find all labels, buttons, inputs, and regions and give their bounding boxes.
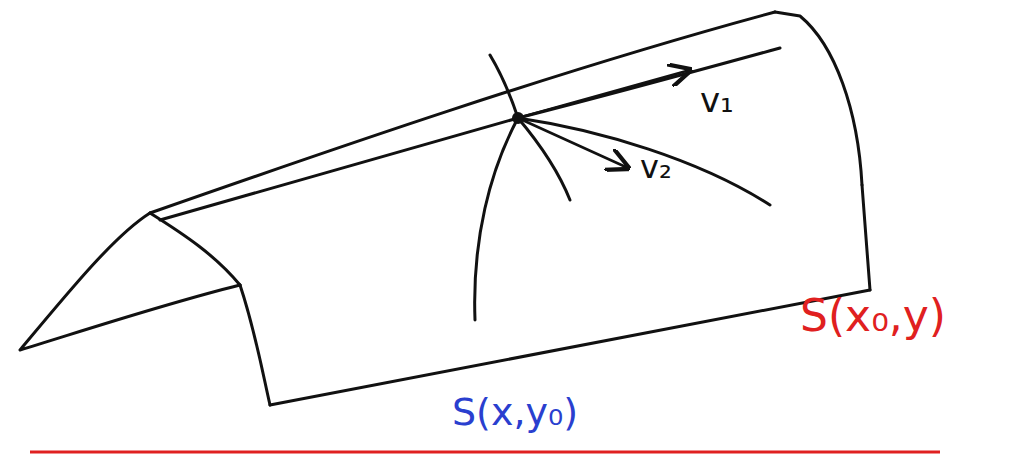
vector-label: v₂ [640,150,672,185]
red-underline [30,451,940,454]
curve-label: S(x,y₀) [452,392,578,434]
vector-label: v₁ [700,82,734,119]
curve-label: S(x₀,y) [800,292,946,340]
point [512,112,524,124]
